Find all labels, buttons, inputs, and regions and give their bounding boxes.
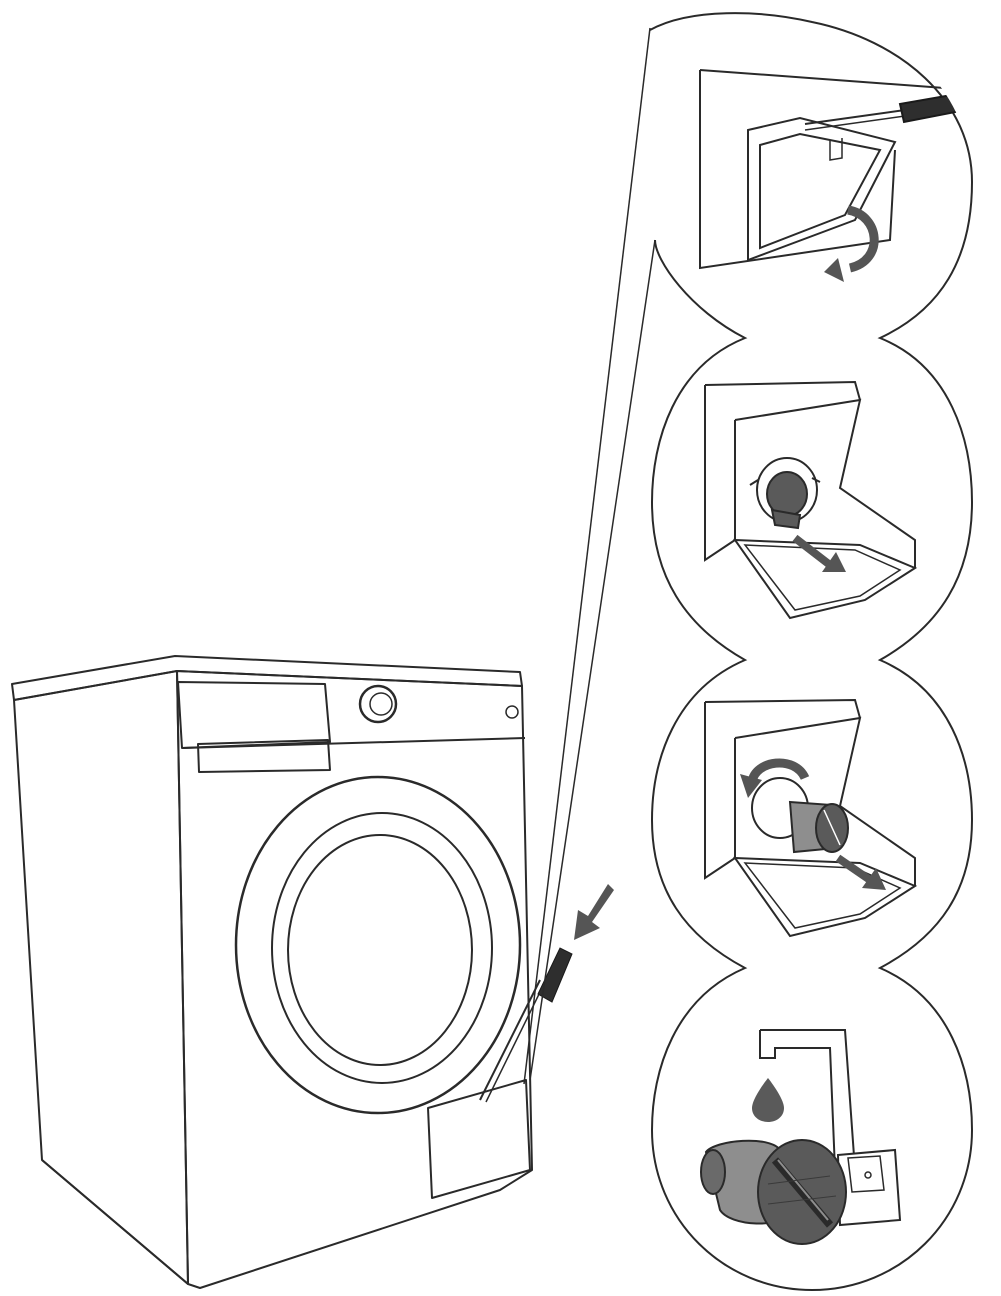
step-1-pry-cover xyxy=(699,69,972,282)
pull-arrow-icon xyxy=(792,534,833,569)
screwdriver-icon xyxy=(479,947,573,1103)
door-middle-ring xyxy=(271,812,493,1084)
screwdriver-shaft xyxy=(804,109,906,125)
water-drop-icon xyxy=(752,1078,784,1122)
rotate-arrow-icon xyxy=(846,205,879,273)
flap-door xyxy=(733,538,918,620)
step-3-unscrew-filter xyxy=(704,698,918,938)
screwdriver-handle xyxy=(898,86,972,124)
machine-top xyxy=(11,655,523,701)
door-outer-ring xyxy=(234,775,522,1115)
faucet xyxy=(759,1038,836,1171)
detail-column xyxy=(649,12,974,1292)
detergent-drawer xyxy=(177,681,331,749)
program-knob xyxy=(358,684,398,724)
unscrew-arrow-icon xyxy=(747,758,810,784)
step-2-open-flap xyxy=(704,380,918,620)
washing-machine xyxy=(11,655,533,1289)
power-button xyxy=(505,705,519,719)
machine-side-panel xyxy=(13,670,189,1285)
filter-cover xyxy=(427,1079,531,1199)
detergent-drawer-handle xyxy=(197,739,331,773)
step-4-rinse-filter xyxy=(700,1029,902,1245)
pull-arrow-icon xyxy=(835,854,873,884)
zoom-lines xyxy=(523,27,656,1085)
machine-front-panel xyxy=(176,670,533,1289)
arrow-down-left-icon xyxy=(574,884,614,940)
door-glass xyxy=(287,834,473,1066)
detail-column-outline xyxy=(649,12,974,1292)
